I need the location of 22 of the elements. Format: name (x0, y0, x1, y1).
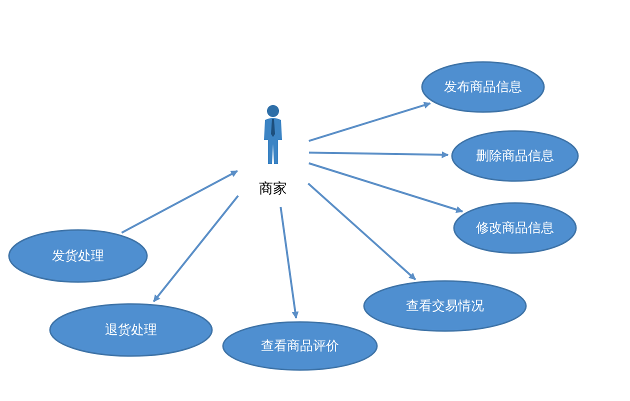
use-case-ellipse (8, 229, 148, 283)
use-case-label: 查看商品评价 (261, 338, 339, 355)
use-case-ellipse (453, 202, 577, 254)
use-case-ellipse (421, 61, 545, 113)
arrow (308, 182, 416, 280)
use-case-ellipse (451, 130, 579, 182)
arrow (280, 206, 299, 319)
use-case-label: 发布商品信息 (444, 79, 522, 96)
use-case-label: 发货处理 (52, 248, 104, 265)
use-case-ellipse (222, 321, 378, 371)
arrow (152, 195, 239, 302)
arrow (308, 102, 431, 142)
arrow (121, 170, 238, 234)
use-case-ellipse (363, 280, 527, 332)
use-case-ellipse (49, 303, 213, 357)
use-case-label: 退货处理 (105, 322, 157, 339)
use-case-label: 删除商品信息 (476, 148, 554, 165)
arrow (308, 151, 449, 158)
arrow (308, 162, 464, 213)
use-case-label: 修改商品信息 (476, 220, 554, 237)
actor-label: 商家 (259, 180, 287, 198)
use-case-label: 查看交易情况 (406, 298, 484, 315)
